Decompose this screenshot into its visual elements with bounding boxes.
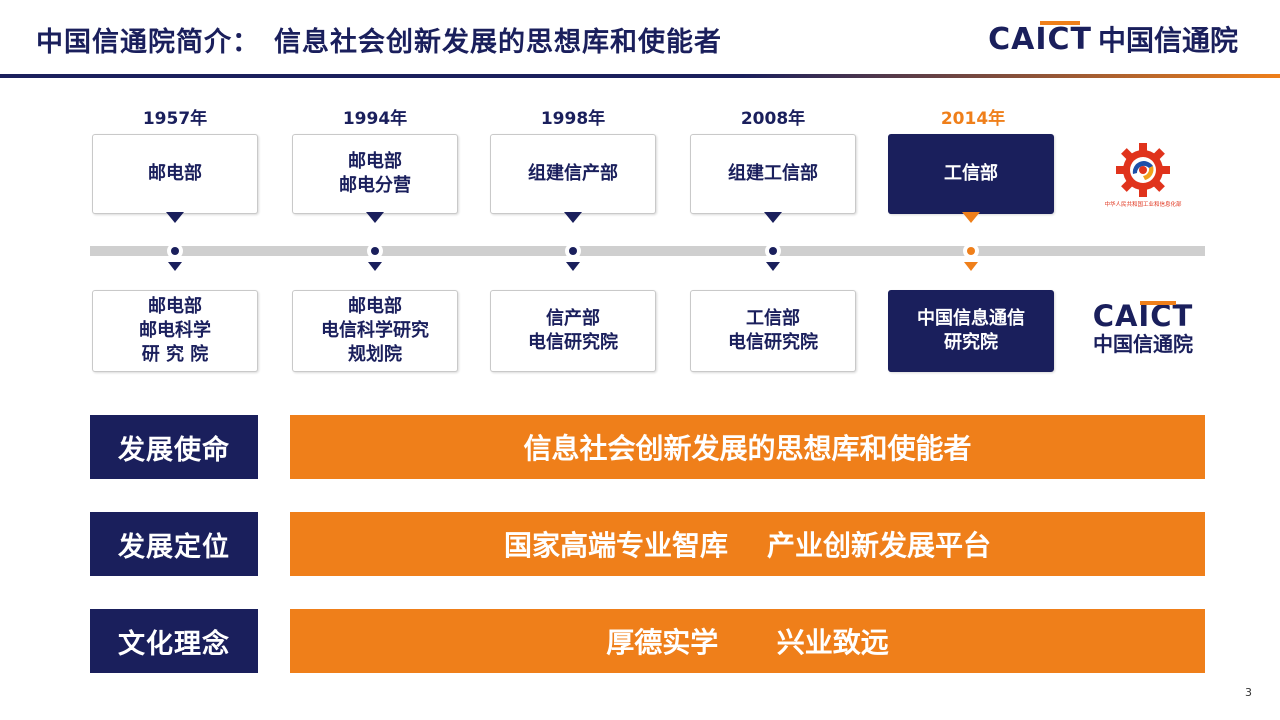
pointer-down-icon bbox=[368, 262, 382, 271]
pointer-down-icon bbox=[566, 262, 580, 271]
timeline-node-icon bbox=[565, 243, 581, 259]
pointer-down-icon bbox=[366, 212, 384, 223]
timeline-bottom-box: 工信部 电信研究院 bbox=[690, 290, 856, 372]
year-label-highlighted: 2014年 bbox=[940, 109, 1006, 129]
positioning-label: 发展定位 bbox=[90, 512, 258, 576]
timeline-node-icon bbox=[963, 243, 979, 259]
year-label: 1994年 bbox=[342, 109, 408, 129]
timeline-bottom-box: 邮电部 电信科学研究 规划院 bbox=[292, 290, 458, 372]
timeline-bottom-box-highlighted: 中国信息通信 研究院 bbox=[888, 290, 1054, 372]
miit-gear-emblem-icon: 中华人民共和国工业和信息化部 bbox=[1088, 140, 1198, 212]
timeline-top-box: 邮电部 bbox=[92, 134, 258, 214]
caict-side-logo: CAICT 中国信通院 bbox=[1088, 300, 1198, 360]
pointer-down-icon bbox=[964, 262, 978, 271]
page-title-main: 中国信通院简介： bbox=[36, 27, 260, 58]
timeline-node-icon bbox=[167, 243, 183, 259]
year-label: 1998年 bbox=[540, 109, 606, 129]
mission-value: 信息社会创新发展的思想库和使能者 bbox=[290, 415, 1205, 479]
positioning-value: 国家高端专业智库 产业创新发展平台 bbox=[290, 512, 1205, 576]
caict-logo-cn: 中国信通院 bbox=[1097, 24, 1238, 57]
timeline-node-icon bbox=[367, 243, 383, 259]
timeline-top-box-highlighted: 工信部 bbox=[888, 134, 1054, 214]
culture-value: 厚德实学 兴业致远 bbox=[290, 609, 1205, 673]
culture-label: 文化理念 bbox=[90, 609, 258, 673]
caict-header-logo: CAICT 中国信通院 bbox=[988, 20, 1238, 57]
pointer-down-icon bbox=[766, 262, 780, 271]
year-label: 2008年 bbox=[740, 109, 806, 129]
pointer-down-icon bbox=[564, 212, 582, 223]
mission-label: 发展使命 bbox=[90, 415, 258, 479]
timeline-bar bbox=[90, 246, 1205, 256]
page-number: 3 bbox=[1245, 686, 1252, 699]
pointer-down-icon bbox=[166, 212, 184, 223]
caict-logo-cn: 中国信通院 bbox=[1093, 332, 1193, 356]
header-divider bbox=[0, 74, 1280, 78]
caict-logo-latin: CAICT bbox=[1092, 299, 1194, 333]
pointer-down-icon bbox=[168, 262, 182, 271]
timeline-top-box: 邮电部 邮电分营 bbox=[292, 134, 458, 214]
page-title-sub: 信息社会创新发展的思想库和使能者 bbox=[274, 27, 722, 58]
timeline-top-box: 组建信产部 bbox=[490, 134, 656, 214]
caict-logo-latin: CAICT bbox=[988, 20, 1092, 57]
svg-text:中华人民共和国工业和信息化部: 中华人民共和国工业和信息化部 bbox=[1104, 200, 1182, 208]
timeline-top-box: 组建工信部 bbox=[690, 134, 856, 214]
pointer-down-icon bbox=[764, 212, 782, 223]
year-label: 1957年 bbox=[142, 109, 208, 129]
timeline-bottom-box: 信产部 电信研究院 bbox=[490, 290, 656, 372]
timeline-node-icon bbox=[765, 243, 781, 259]
page-title: 中国信通院简介： 信息社会创新发展的思想库和使能者 bbox=[36, 20, 722, 59]
pointer-down-icon bbox=[962, 212, 980, 223]
timeline-bottom-box: 邮电部 邮电科学 研 究 院 bbox=[92, 290, 258, 372]
